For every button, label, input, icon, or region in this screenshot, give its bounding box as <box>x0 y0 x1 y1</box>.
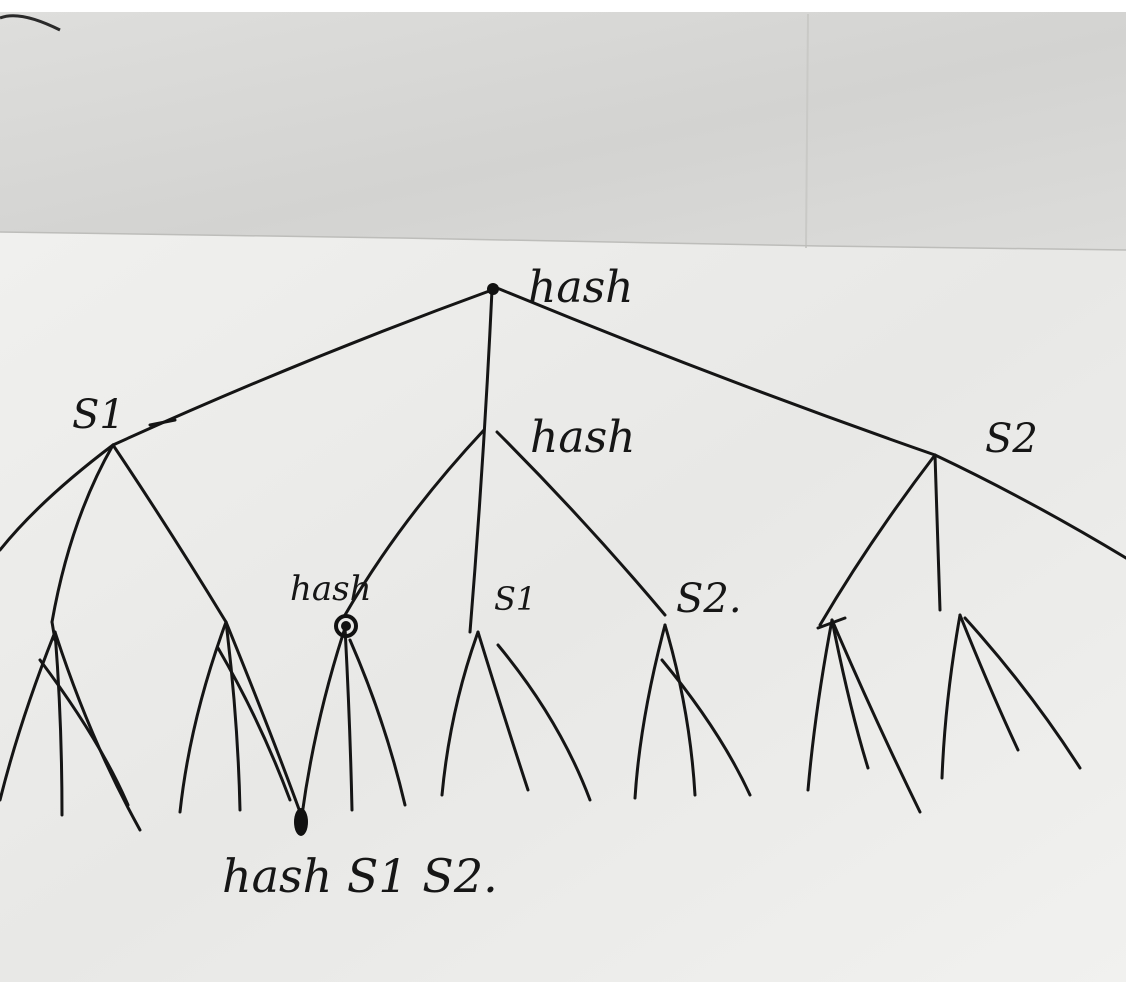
leaf-fan-4a <box>440 630 480 797</box>
leaf-fan-6b <box>830 618 870 770</box>
leaf-fan-2b <box>224 620 242 812</box>
corner-scribble <box>0 14 61 32</box>
label-left-s1: S1 <box>72 392 125 438</box>
node-bottom-leaf-dot <box>294 808 308 836</box>
leaf-fan-3a <box>300 626 347 817</box>
node-root-dot <box>487 283 499 295</box>
label-level2-hash: hash <box>290 569 372 609</box>
leaf-fan-2d <box>216 646 292 802</box>
leaf-fan-1b <box>53 630 64 817</box>
upper-sheet <box>0 12 1126 250</box>
sheet-edge <box>0 231 1126 251</box>
label-bottom-leaf: hash S1 S2. <box>222 849 498 903</box>
tree-edges <box>0 286 1126 832</box>
label-right-s2: S2 <box>985 416 1038 462</box>
leaf-fan-5b <box>663 623 697 797</box>
label-level2-s1: S1 <box>494 580 536 618</box>
edge-left-child-0 <box>0 443 115 552</box>
leaf-fan-1e <box>50 620 57 642</box>
edge-left-child-1 <box>50 443 115 624</box>
leaf-fan-1d <box>38 658 130 807</box>
edge-right-continue <box>933 453 1126 560</box>
edge-root-middle <box>468 288 494 634</box>
tree-nodes <box>294 283 499 836</box>
leaf-fan-7a <box>940 613 962 780</box>
leaf-fan-3b <box>343 626 354 812</box>
label-middle-hash: hash <box>530 412 636 463</box>
leaf-fan-3c <box>348 638 407 807</box>
leaf-fan-5a <box>633 623 667 800</box>
lower-sheet <box>0 232 1126 982</box>
sheet-fold <box>805 13 809 249</box>
leaf-fan-2c <box>224 620 302 814</box>
leaf-fan-4c <box>496 643 592 802</box>
edge-right-child-1 <box>933 453 942 612</box>
leaf-fan-2a <box>178 620 228 814</box>
label-root-hash: hash <box>528 262 634 313</box>
leaf-fan-4b <box>476 630 530 792</box>
leaf-fan-6a <box>806 618 834 792</box>
edge-mid-child-right <box>495 430 667 617</box>
tree-labels: hash S1 hash S2 hash S1 S2. hash S1 S2. <box>72 262 1038 903</box>
leaf-fan-1c <box>53 630 142 832</box>
edge-right-child-0 <box>818 453 937 627</box>
node-level2-hash-core <box>341 621 351 631</box>
edge-left-tick <box>148 418 177 427</box>
edge-left-child-2 <box>111 443 228 624</box>
leaf-fan-5c <box>660 658 752 797</box>
leaf-fan-7c <box>963 616 1082 770</box>
edge-root-right <box>495 286 937 457</box>
node-level2-hash-dot <box>334 614 358 638</box>
leaf-fan-6c <box>830 618 922 814</box>
label-level2-s2: S2. <box>676 576 742 622</box>
leaf-fan-1a <box>0 630 57 802</box>
leaf-fan-7b <box>958 613 1020 752</box>
leaf-fan-6d <box>816 616 847 630</box>
edge-mid-child-left <box>343 428 486 617</box>
